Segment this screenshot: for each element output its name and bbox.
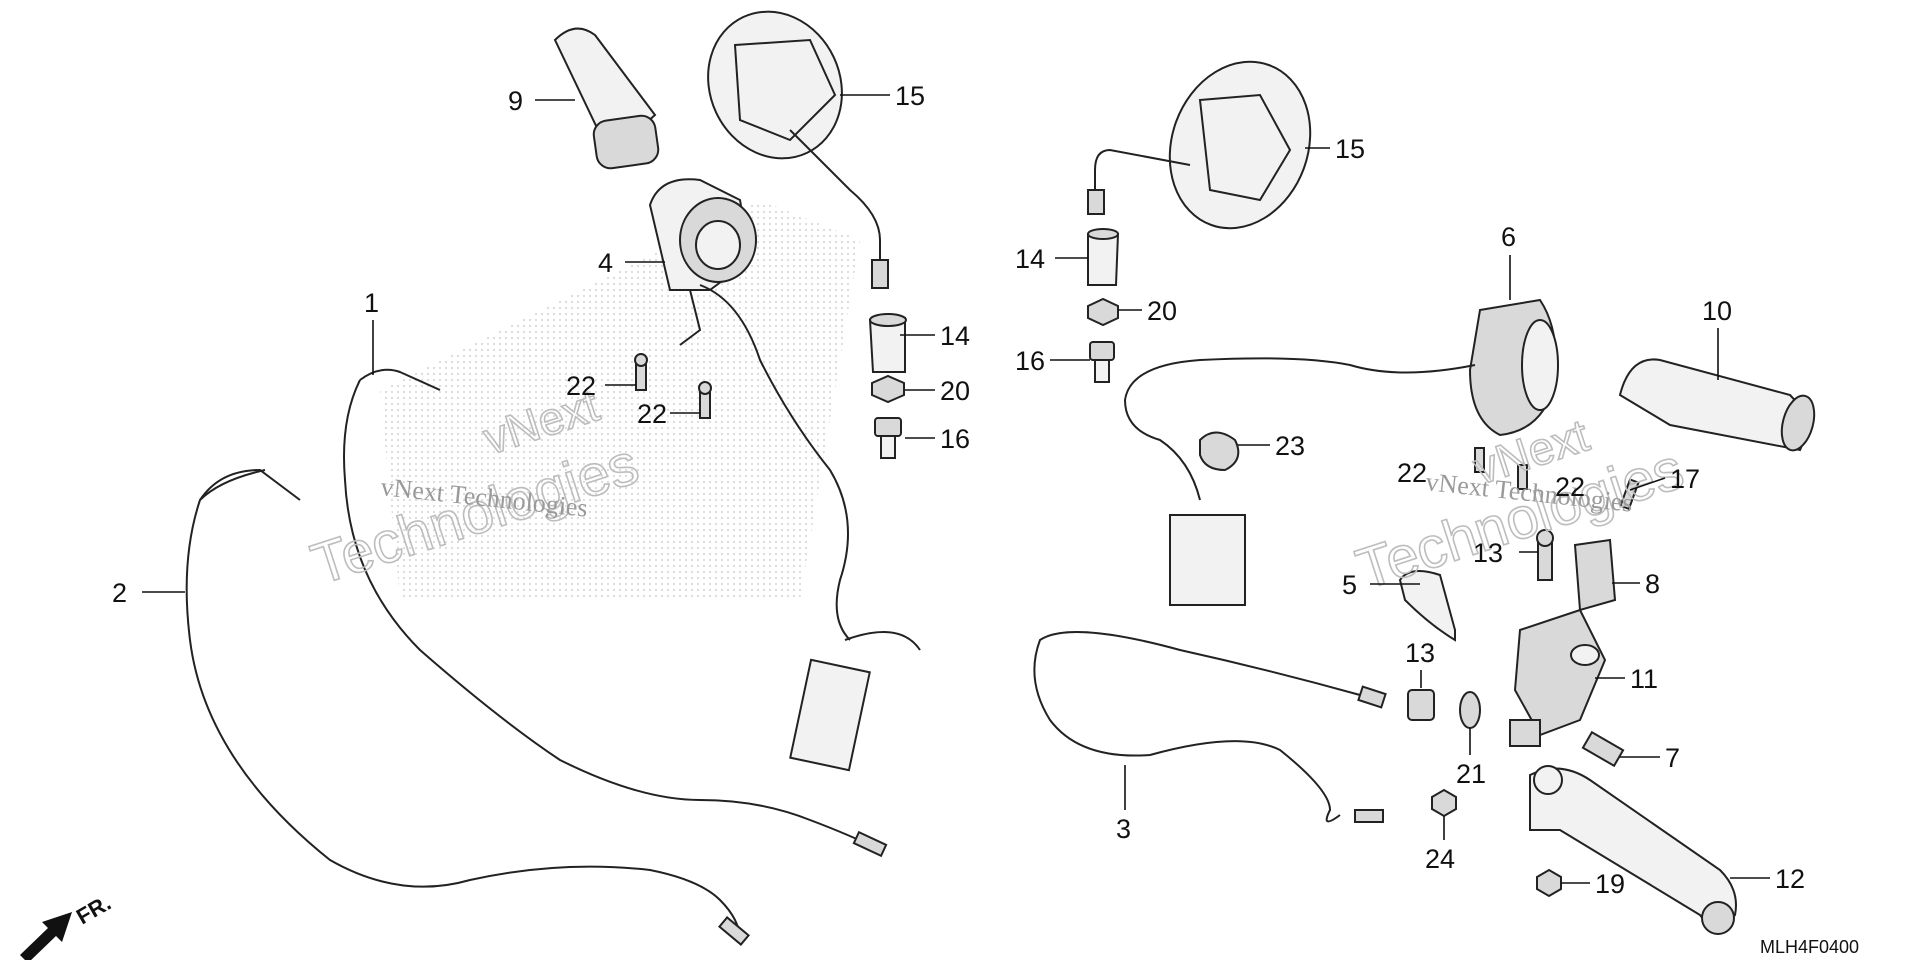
part-cover-5 <box>1398 570 1456 642</box>
part-throttle-housing <box>648 178 757 346</box>
part-screw-22c <box>1474 447 1485 473</box>
part-switch-7 <box>1581 730 1625 768</box>
callout-11: 11 <box>1630 664 1658 694</box>
dotted-logo-background <box>380 200 860 600</box>
callout-15b: 15 <box>1335 134 1365 164</box>
part-bolt-right <box>1089 341 1115 383</box>
callout-19: 19 <box>1595 869 1625 899</box>
callout-13b: 13 <box>1473 538 1503 568</box>
front-arrow-icon <box>20 912 72 960</box>
callout-12: 12 <box>1775 864 1805 894</box>
wire-right-harness <box>1123 357 1476 501</box>
part-grip-right <box>1618 358 1816 452</box>
callout-16b: 16 <box>940 424 970 454</box>
callout-21: 21 <box>1456 759 1486 789</box>
part-nut-right <box>1087 297 1119 327</box>
diagram-code: MLH4F0400 <box>1760 937 1859 957</box>
wire-left-harness <box>699 284 851 641</box>
part-screw-22b <box>698 381 712 419</box>
part-switch-housing-right <box>1468 298 1559 437</box>
cable-1-end <box>852 830 888 858</box>
part-adjuster-13 <box>1407 689 1435 721</box>
part-left-connector <box>789 631 921 772</box>
watermark-right: vNext Technologies vNext Technologies <box>1348 408 1692 603</box>
callout-16a: 16 <box>1015 346 1045 376</box>
part-bolt-left <box>874 417 902 459</box>
cable-2 <box>185 469 741 941</box>
callout-22a: 22 <box>566 371 596 401</box>
part-nut-21 <box>1459 691 1481 729</box>
callout-2: 2 <box>112 578 127 608</box>
callout-20a: 20 <box>1147 296 1177 326</box>
part-nut-left <box>871 374 905 404</box>
callout-6: 6 <box>1501 222 1516 252</box>
cable-1 <box>343 379 881 851</box>
cable-2-upper <box>199 468 301 501</box>
cable-3-end-b <box>1354 809 1384 823</box>
part-lever-bracket-11 <box>1509 608 1607 747</box>
part-grip-left <box>553 27 660 170</box>
cable-2-end <box>718 915 750 947</box>
callout-14a: 14 <box>1015 244 1045 274</box>
part-mirror-right <box>1087 60 1312 230</box>
callout-24: 24 <box>1425 844 1455 874</box>
part-lever-12 <box>1529 765 1737 935</box>
callout-20b: 20 <box>940 376 970 406</box>
part-mirror-adapter-right <box>1087 228 1120 286</box>
part-bolt-18 <box>1536 529 1554 581</box>
part-screw-17 <box>1619 478 1640 511</box>
callout-17: 17 <box>1670 464 1700 494</box>
callout-5: 5 <box>1342 570 1357 600</box>
part-nut-19 <box>1536 868 1562 898</box>
part-right-connector <box>1169 514 1246 606</box>
part-mirror-adapter-left <box>868 313 907 373</box>
leader-lines <box>142 94 1770 884</box>
callout-labels: 1 2 3 4 5 6 7 8 9 10 11 12 13 13 14 14 1… <box>112 81 1805 899</box>
callout-9: 9 <box>508 86 523 116</box>
callout-13a: 13 <box>1405 638 1435 668</box>
svg-text:FR.: FR. <box>72 890 115 929</box>
part-screw-22d <box>1517 464 1528 490</box>
callout-22b: 22 <box>637 399 667 429</box>
front-direction-indicator: FR. <box>20 890 115 960</box>
callout-23: 23 <box>1275 431 1305 461</box>
part-holder-8 <box>1573 538 1617 612</box>
callout-10: 10 <box>1702 296 1732 326</box>
callout-8: 8 <box>1645 569 1660 599</box>
callout-7: 7 <box>1665 743 1680 773</box>
cable-3-end-a <box>1357 685 1387 709</box>
cable-3 <box>1033 631 1361 823</box>
cable-1-upper <box>359 368 441 391</box>
part-mirror-left <box>707 10 889 289</box>
callout-22c: 22 <box>1397 458 1427 488</box>
part-clamp-23 <box>1199 431 1240 472</box>
callout-1: 1 <box>364 288 379 318</box>
part-nut-24 <box>1431 788 1457 818</box>
part-screw-22a <box>634 353 648 391</box>
callout-3: 3 <box>1116 814 1131 844</box>
callout-14b: 14 <box>940 321 970 351</box>
callout-15a: 15 <box>895 81 925 111</box>
callout-4: 4 <box>598 248 613 278</box>
callout-22d: 22 <box>1555 472 1585 502</box>
